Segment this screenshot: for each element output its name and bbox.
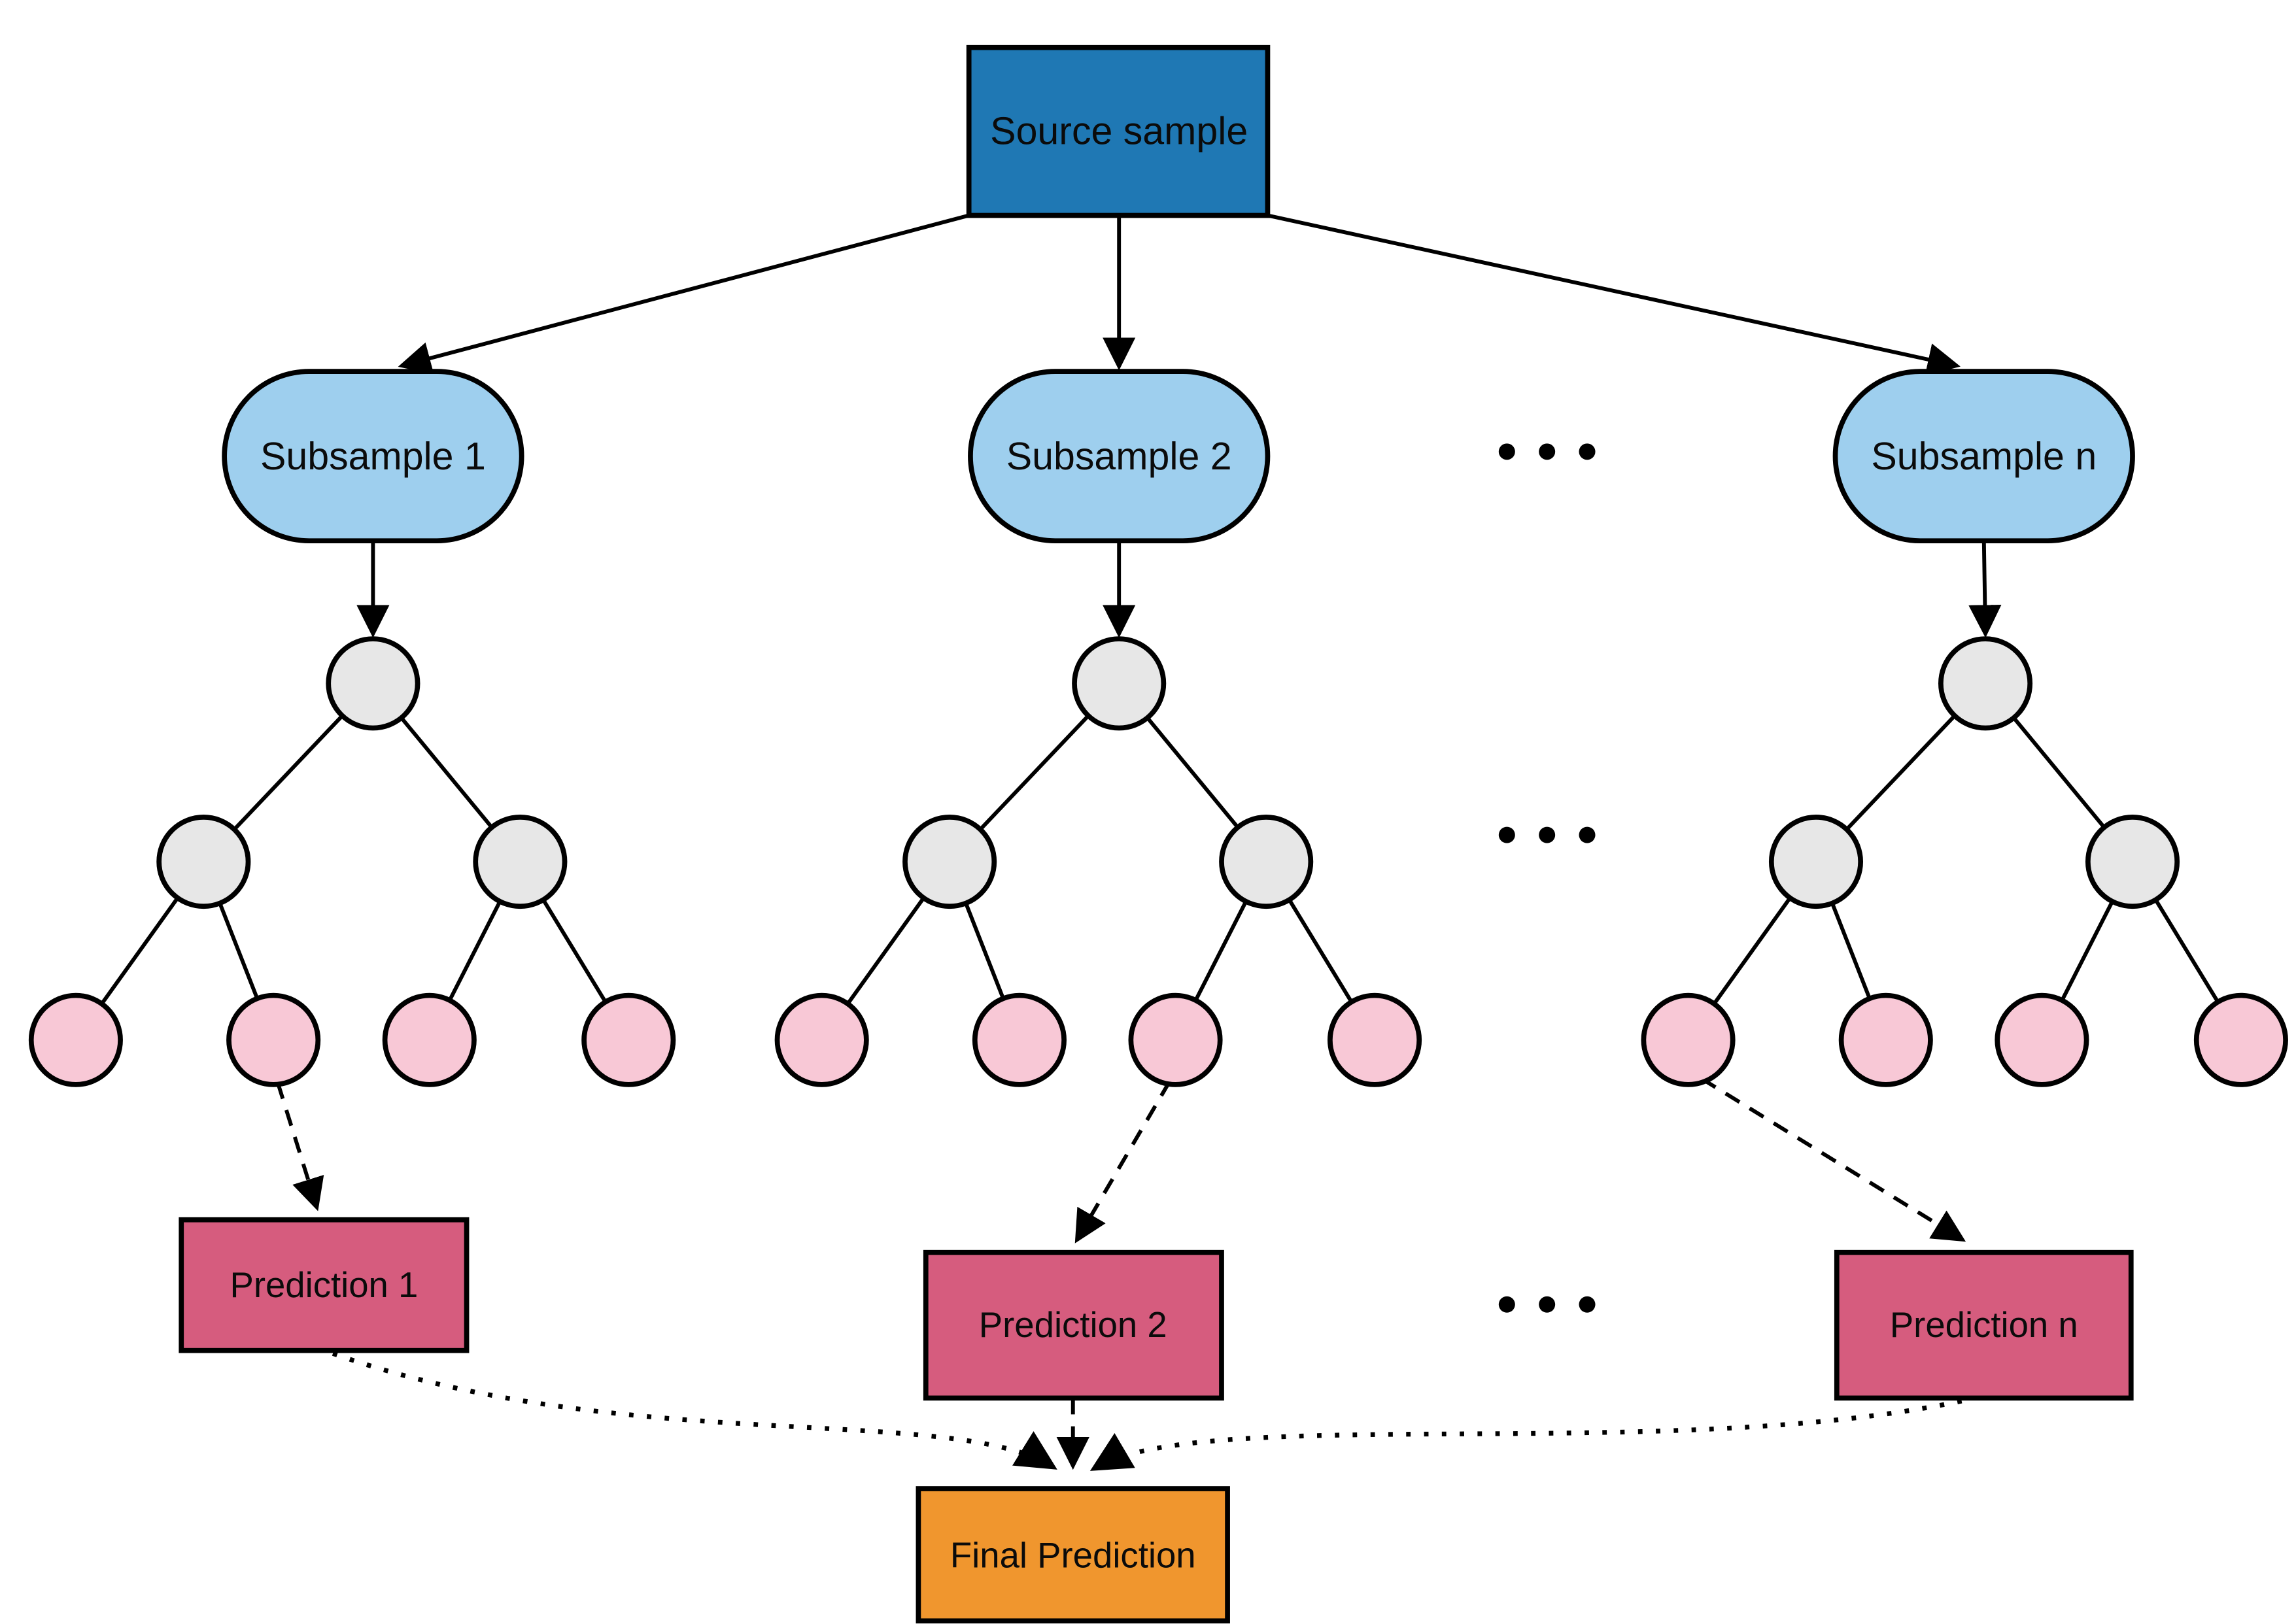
ellipsis-dot (1579, 443, 1596, 460)
subsample-1-label: Subsample 1 (260, 435, 486, 478)
arrows-prediction-to-final (332, 1351, 1962, 1471)
ellipsis-dot (1498, 826, 1515, 843)
subsample-n-label: Subsample n (1871, 435, 2097, 478)
tree-internal-node (1219, 815, 1314, 909)
tree-root-node (1938, 636, 2033, 731)
source-sample-rect (966, 44, 1271, 218)
source-sample-box: Source sample (966, 44, 1271, 218)
tree-leaf-node (1995, 992, 2089, 1087)
tree-leaf-node (1328, 992, 1422, 1087)
subsample-n-shape (1832, 369, 2135, 544)
decision-tree-2 (774, 636, 1422, 1087)
prediction-n-box: Prediction n (1834, 1249, 2134, 1401)
tree-leaf-node (2193, 992, 2288, 1087)
arrows-subsample-to-tree (356, 541, 2002, 638)
prediction-1-box: Prediction 1 (179, 1217, 470, 1353)
ellipsis-dot (1539, 1296, 1556, 1313)
ellipsis-dot (1579, 826, 1596, 843)
arrow-source-to-subsample-n (1267, 213, 1961, 376)
arrow-subsamplen-to-treen (1968, 541, 2002, 638)
subsample-2-label: Subsample 2 (1006, 435, 1232, 478)
subsample-2-pill: Subsample 2 (968, 369, 1271, 544)
tree-leaf-node (226, 992, 321, 1087)
arrows-leaf-to-prediction (276, 1077, 1966, 1243)
ellipsis-dot (1498, 1296, 1515, 1313)
tree-internal-node (902, 815, 997, 909)
tree-root-node (1072, 636, 1167, 731)
prediction-2-label: Prediction 2 (979, 1305, 1167, 1345)
ellipsis-dot (1579, 1296, 1596, 1313)
tree-leaf-node (1128, 992, 1223, 1087)
prediction-1-label: Prediction 1 (230, 1265, 418, 1305)
tree-leaf-node (774, 992, 869, 1087)
arrow-predictionn-to-final (1089, 1398, 1962, 1471)
tree-root-node (326, 636, 420, 731)
tree-leaf-node (382, 992, 477, 1087)
decision-tree-1 (28, 636, 676, 1087)
arrows-source-to-subsamples (398, 213, 1961, 376)
prediction-1-rect (179, 1217, 470, 1353)
ellipsis-tree-row (1498, 826, 1596, 843)
subsample-2-shape (968, 369, 1271, 544)
prediction-2-box: Prediction 2 (923, 1249, 1224, 1401)
ellipsis-subsample-row (1498, 443, 1596, 460)
tree-leaf-node (581, 992, 676, 1087)
tree-internal-node (473, 815, 568, 909)
prediction-n-label: Prediction n (1890, 1305, 2078, 1345)
ellipsis-dot (1498, 443, 1515, 460)
arrow-leaf-to-prediction-2 (1074, 1080, 1172, 1243)
tree-internal-node (156, 815, 251, 909)
decision-tree-n (1641, 636, 2288, 1087)
arrow-leaf-to-prediction-1 (276, 1082, 324, 1211)
arrow-leaf-to-prediction-n (1700, 1077, 1966, 1242)
source-sample-label: Source sample (990, 109, 1248, 152)
prediction-n-rect (1834, 1249, 2134, 1401)
arrow-source-to-subsample-1 (398, 213, 970, 375)
tree-leaf-node (1838, 992, 1933, 1087)
tree-internal-node (2085, 815, 2180, 909)
tree-leaf-node (28, 992, 123, 1087)
prediction-2-rect (923, 1249, 1224, 1401)
ellipsis-dot (1539, 826, 1556, 843)
ellipsis-dot (1539, 443, 1556, 460)
ellipsis-prediction-row (1498, 1296, 1596, 1313)
tree-leaf-node (972, 992, 1067, 1087)
final-prediction-box: Final Prediction (916, 1486, 1230, 1624)
subsample-1-shape (222, 369, 524, 544)
subsample-n-pill: Subsample n (1832, 369, 2135, 544)
final-prediction-rect (916, 1486, 1230, 1624)
tree-internal-node (1768, 815, 1864, 909)
subsample-1-pill: Subsample 1 (222, 369, 524, 544)
final-prediction-label: Final Prediction (950, 1535, 1196, 1575)
tree-leaf-node (1641, 992, 1736, 1087)
